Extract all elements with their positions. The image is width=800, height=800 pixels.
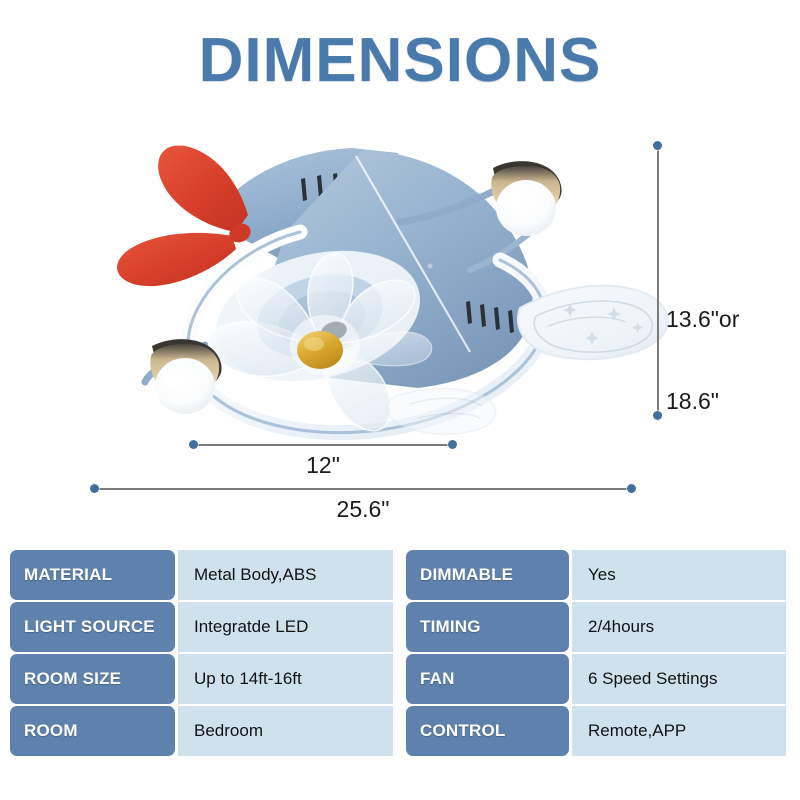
spec-value-timing: 2/4hours [572, 602, 786, 652]
spec-label-light-source: LIGHT SOURCE [10, 602, 175, 652]
spec-value-material: Metal Body,ABS [178, 550, 393, 600]
height-dimension-label: 13.6"or 18.6" [666, 252, 739, 442]
depth-dimension-dot-right [448, 440, 457, 449]
spec-value-room-size: Up to 14ft-16ft [178, 654, 393, 704]
tail-wing-panel [517, 284, 669, 361]
spec-label-room-size: ROOM SIZE [10, 654, 175, 704]
column-gap [393, 706, 406, 756]
body-screw [426, 262, 434, 270]
lower-wing-vents [466, 301, 514, 333]
column-gap [393, 654, 406, 704]
width-dimension-line [95, 488, 632, 490]
spec-label-material: MATERIAL [10, 550, 175, 600]
fan-hub-gold [297, 331, 343, 369]
width-dimension-label: 25.6" [336, 496, 390, 522]
height-dimension-line [657, 146, 659, 416]
spec-value-fan: 6 Speed Settings [572, 654, 786, 704]
airplane-fan-illustration [115, 145, 669, 441]
spec-label-dimmable: DIMMABLE [406, 550, 569, 600]
product-image [0, 120, 800, 450]
spec-label-timing: TIMING [406, 602, 569, 652]
width-dimension-dot-left [90, 484, 99, 493]
light-globe-upper-right [491, 161, 562, 236]
spec-label-fan: FAN [406, 654, 569, 704]
spec-value-control: Remote,APP [572, 706, 786, 756]
column-gap [393, 602, 406, 652]
light-globe-lower-left [150, 339, 222, 414]
propeller-red [117, 145, 251, 287]
height-label-line-2: 18.6" [666, 387, 719, 414]
spec-label-control: CONTROL [406, 706, 569, 756]
specification-table: MATERIAL Metal Body,ABS DIMMABLE Yes LIG… [10, 550, 790, 756]
spec-value-room: Bedroom [178, 706, 393, 756]
column-gap [393, 550, 406, 600]
depth-dimension-line [193, 444, 453, 446]
spec-value-dimmable: Yes [572, 550, 786, 600]
spec-label-room: ROOM [10, 706, 175, 756]
hub-highlight [304, 337, 324, 351]
page-title: DIMENSIONS [198, 26, 602, 95]
width-dimension-dot-right [627, 484, 636, 493]
height-dimension-dot-top [653, 141, 662, 150]
height-dimension-dot-bottom [653, 411, 662, 420]
spec-value-light-source: Integratde LED [178, 602, 393, 652]
lower-tail-panel [386, 387, 497, 435]
depth-dimension-label: 12" [306, 452, 340, 478]
depth-dimension-dot-left [189, 440, 198, 449]
body-seam [355, 155, 471, 353]
height-label-line-1: 13.6"or [666, 306, 740, 333]
